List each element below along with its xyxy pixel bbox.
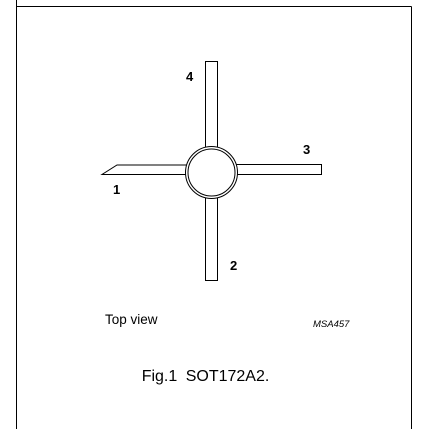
view-label: Top view — [105, 312, 158, 327]
figure-caption: Fig.1 SOT172A2. — [141, 368, 270, 385]
lead-2 — [205, 194, 218, 281]
figure-code: MSA457 — [313, 319, 350, 330]
pin-label-1: 1 — [113, 182, 121, 197]
pin-label-4: 4 — [186, 69, 194, 84]
lead-4 — [205, 61, 218, 151]
pin-label-2: 2 — [230, 258, 238, 273]
package-body-inner — [187, 148, 236, 197]
lead-3 — [235, 164, 322, 175]
pin-label-3: 3 — [303, 142, 311, 157]
lead-1 — [100, 164, 188, 175]
